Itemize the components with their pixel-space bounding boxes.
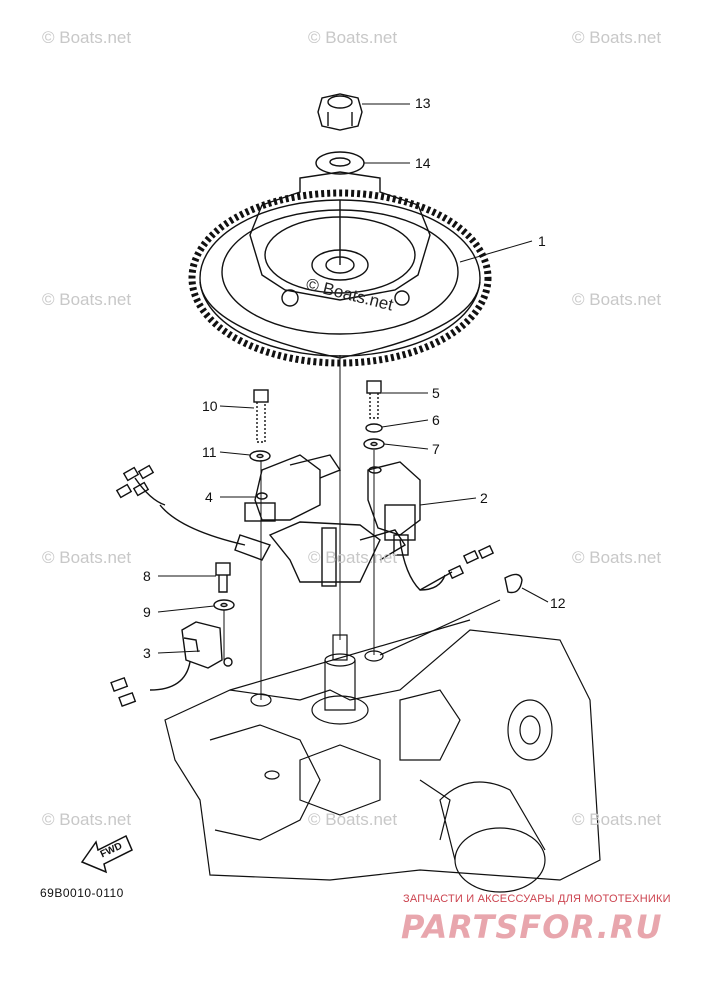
- watermark: © Boats.net: [572, 290, 662, 309]
- callout-1: 1: [538, 233, 546, 249]
- callout-13: 13: [415, 95, 431, 111]
- flywheel-nut: [317, 93, 363, 131]
- crankshaft-end: [311, 695, 369, 725]
- callout-4: 4: [205, 489, 213, 505]
- watermark: © Boats.net: [308, 810, 398, 829]
- callout-11: 11: [202, 444, 217, 460]
- watermark: © Boats.net: [42, 548, 132, 567]
- boss-right: [364, 650, 384, 662]
- watermark: © Boats.net: [42, 28, 132, 47]
- pulser-sensor: [149, 621, 233, 691]
- callout-10: 10: [202, 398, 218, 414]
- watermark: © Boats.net: [42, 810, 132, 829]
- oil-filter: [454, 827, 546, 893]
- washer-9: [213, 599, 235, 611]
- ignition-coil-right: [367, 461, 446, 591]
- leader-lines: [157, 103, 549, 654]
- callout-2: 2: [480, 490, 488, 506]
- washer-7: [363, 438, 385, 450]
- callout-6: 6: [432, 412, 440, 428]
- flywheel-washer: [315, 151, 365, 175]
- watermark: © Boats.net: [572, 810, 662, 829]
- callout-9: 9: [143, 604, 151, 620]
- flywheel-hole-left: [281, 289, 299, 307]
- pulser-coil: [268, 521, 406, 587]
- washer-11: [249, 450, 271, 462]
- fwd-arrow: [80, 834, 133, 874]
- engine-block: [164, 599, 601, 893]
- watermark: © Boats.net: [308, 28, 398, 47]
- brand-logo: PARTSFOR.RU: [401, 908, 663, 946]
- bolt-10: [253, 389, 269, 443]
- wire-connectors: [110, 464, 495, 707]
- diagram-code: 69B0010-0110: [40, 886, 124, 900]
- key-12: [504, 573, 523, 594]
- callout-3: 3: [143, 645, 151, 661]
- watermark: © Boats.net: [42, 290, 132, 309]
- callout-8: 8: [143, 568, 151, 584]
- callout-7: 7: [432, 441, 440, 457]
- bolt-5: [366, 380, 382, 419]
- flywheel: [188, 171, 492, 367]
- boss-low: [264, 770, 280, 780]
- boss-left: [250, 693, 272, 707]
- callout-12: 12: [550, 595, 566, 611]
- flywheel-hole-right: [394, 290, 410, 306]
- watermark: © Boats.net: [308, 548, 398, 567]
- washer-6: [365, 423, 383, 433]
- watermark: © Boats.net: [572, 28, 662, 47]
- flywheel-magnet-wall: [249, 171, 431, 301]
- callout-14: 14: [415, 155, 431, 171]
- watermark: © Boats.net: [572, 548, 662, 567]
- alignment-lines: [223, 355, 375, 700]
- brand-tagline: ЗАПЧАСТИ И АКСЕССУАРЫ ДЛЯ МОТОТЕХНИКИ: [403, 893, 671, 905]
- callout-5: 5: [432, 385, 440, 401]
- bolt-8: [215, 562, 231, 593]
- charge-coil-left: [159, 454, 342, 561]
